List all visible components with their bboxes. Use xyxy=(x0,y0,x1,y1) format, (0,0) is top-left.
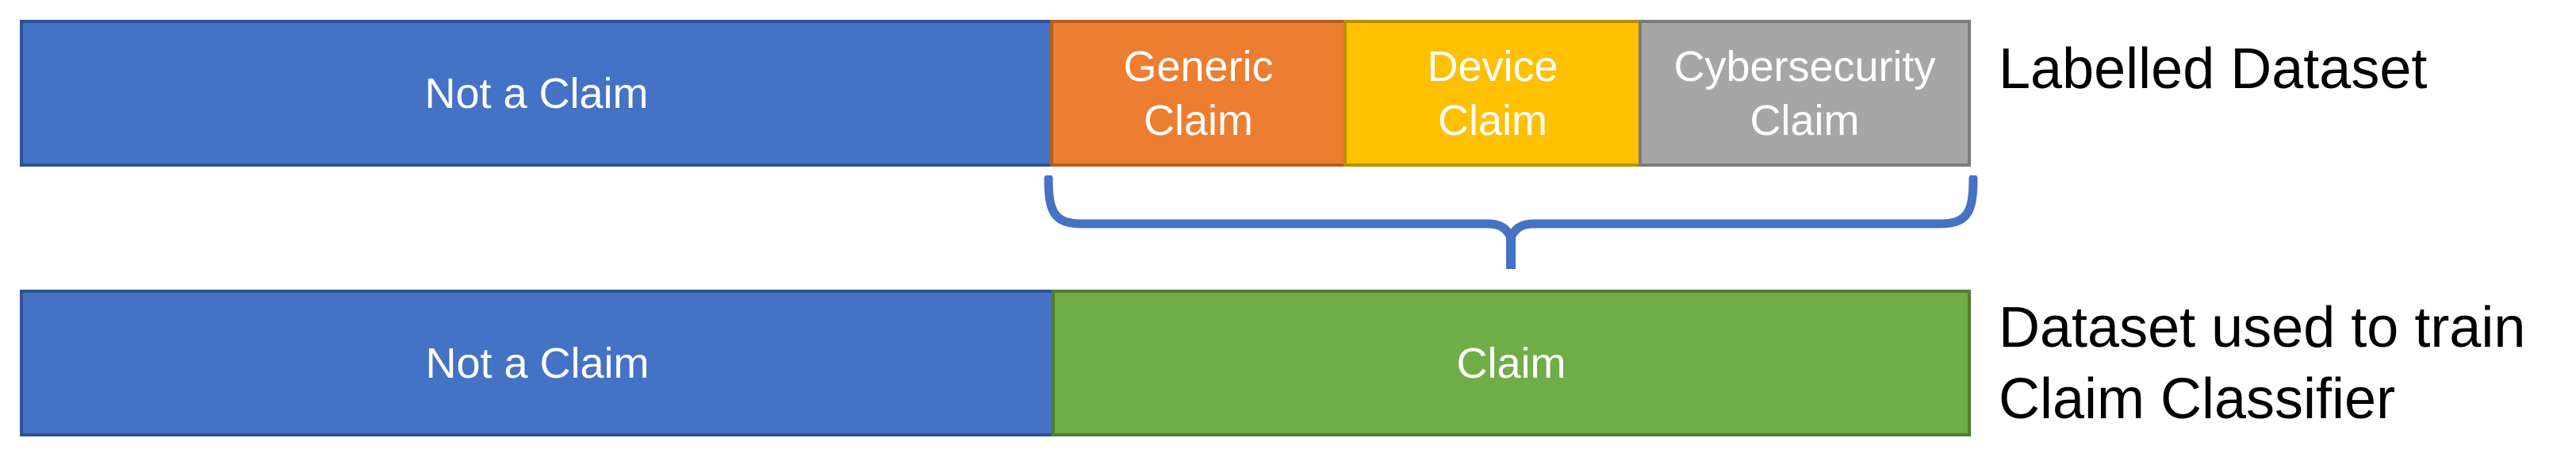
segment-not-a-claim-top: Not a Claim xyxy=(20,20,1053,167)
brace-left-half xyxy=(1044,175,1516,242)
labelled-dataset-bar: Not a Claim Generic Claim Device Claim C… xyxy=(20,20,1971,167)
segment-not-a-claim-bottom-label: Not a Claim xyxy=(425,339,650,387)
segment-generic-claim-label: Generic Claim xyxy=(1123,42,1274,144)
training-dataset-caption-text: Dataset used to train Claim Classifier xyxy=(1999,295,2526,431)
segment-claim: Claim xyxy=(1052,290,1971,436)
training-dataset-bar: Not a Claim Claim xyxy=(20,290,1971,436)
labelled-dataset-caption: Labelled Dataset xyxy=(1999,37,2428,101)
brace-right-half xyxy=(1506,175,1978,242)
segment-device-claim-label: Device Claim xyxy=(1427,42,1558,144)
segment-generic-claim: Generic Claim xyxy=(1050,20,1347,167)
segment-device-claim: Device Claim xyxy=(1344,20,1642,167)
segment-claim-label: Claim xyxy=(1456,339,1566,387)
segment-cybersecurity-claim-label: Cybersecurity Claim xyxy=(1673,42,1936,144)
training-dataset-caption: Dataset used to train Claim Classifier xyxy=(1999,290,2525,436)
grouping-brace xyxy=(1044,175,1978,269)
segment-cybersecurity-claim: Cybersecurity Claim xyxy=(1639,20,1971,167)
segment-not-a-claim-bottom: Not a Claim xyxy=(20,290,1055,436)
segment-not-a-claim-top-label: Not a Claim xyxy=(424,69,649,117)
